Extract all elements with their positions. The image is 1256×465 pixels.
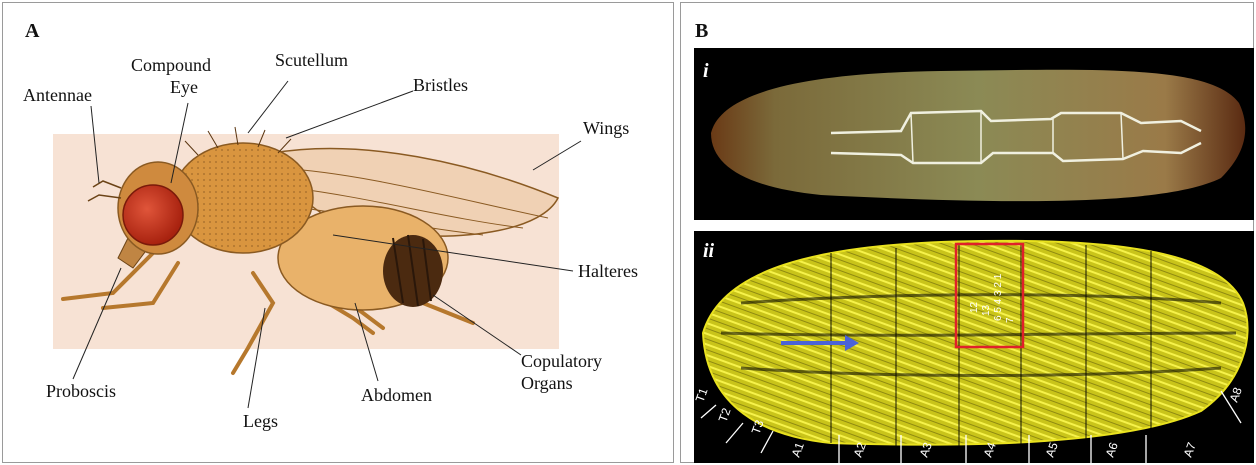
muscle-number-13: 13 [981, 304, 992, 316]
panel-a-letter: A [25, 20, 39, 43]
label-bristles: Bristles [413, 75, 468, 96]
panel-a-fly-anatomy: A Compound Eye Scutellum Bristles Antenn… [2, 2, 674, 463]
muscle-number-row: 6 5 4 3 2 1 [993, 273, 1004, 321]
label-proboscis: Proboscis [46, 381, 116, 402]
fly-compound-eye [123, 185, 183, 245]
label-compound-eye-line2: Eye [170, 77, 198, 98]
label-copulatory-line2: Organs [521, 373, 573, 394]
label-copulatory-line1: Copulatory [521, 351, 602, 372]
sub-panel-ii-label: ii [703, 241, 714, 262]
label-abdomen: Abdomen [361, 385, 432, 406]
label-compound-eye-line1: Compound [131, 55, 211, 76]
label-legs: Legs [243, 411, 278, 432]
label-antennae: Antennae [23, 85, 92, 106]
muscle-number-12: 12 [969, 301, 980, 313]
label-scutellum: Scutellum [275, 50, 348, 71]
larva-body-i [711, 70, 1245, 201]
panel-b-letter: B [695, 20, 708, 43]
muscle-number-7: 7 [1005, 317, 1016, 323]
label-wings: Wings [583, 118, 629, 139]
sub-panel-i-label: i [703, 61, 709, 82]
label-halteres: Halteres [578, 261, 638, 282]
